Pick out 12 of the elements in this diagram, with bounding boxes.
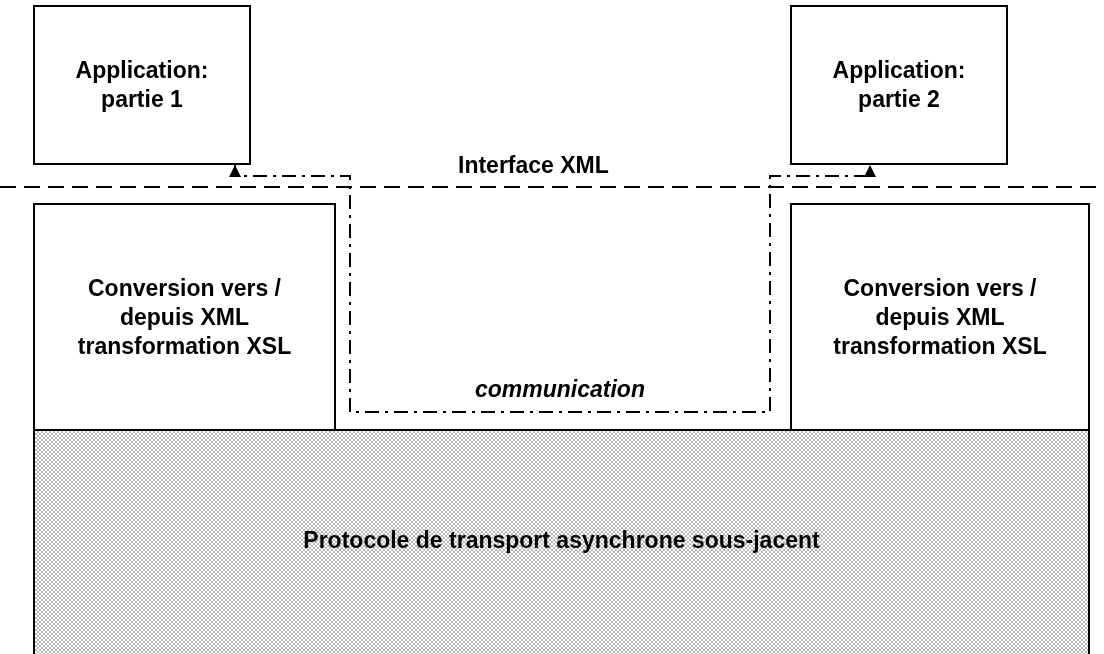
application-box bbox=[33, 5, 251, 165]
application-box bbox=[790, 5, 1008, 165]
process-box bbox=[790, 203, 1090, 431]
process-box bbox=[33, 203, 336, 431]
node-text: Application: partie 1 bbox=[74, 56, 210, 114]
layer-band bbox=[33, 429, 1090, 654]
node-text: Conversion vers / depuis XML transformation XSL bbox=[832, 273, 1048, 361]
node-text: Protocole de transport asynchrone sous-jacent bbox=[303, 526, 820, 555]
interface-label: Interface XML bbox=[458, 152, 609, 179]
node-text: Conversion vers / depuis XML transformation XSL bbox=[76, 273, 293, 361]
arrow bbox=[229, 164, 876, 413]
node-text: Application: partie 2 bbox=[831, 56, 967, 114]
